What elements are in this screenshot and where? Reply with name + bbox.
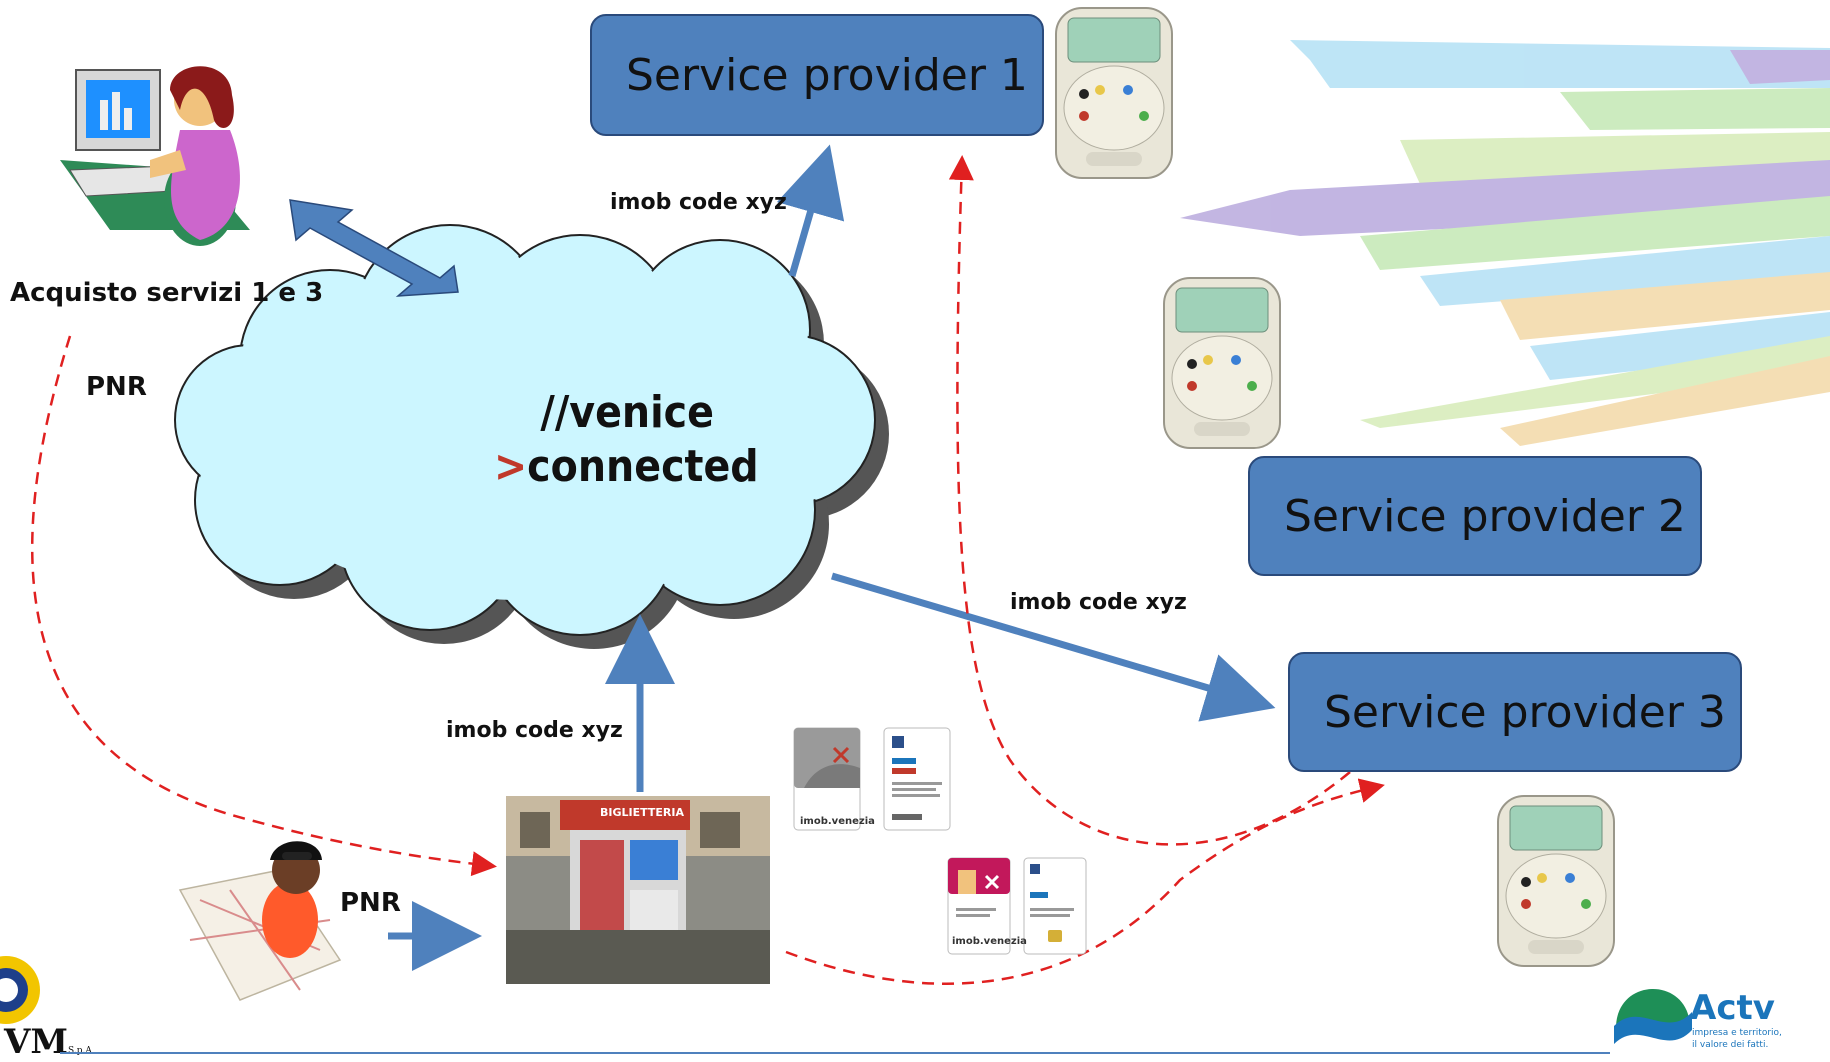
imob-card-2 [883,727,951,831]
vm-logo-letters: VM [4,1022,69,1062]
cloud-line-2-text: connected [527,441,759,492]
venice-connected-cloud [174,224,889,649]
buyer-label: Acquisto servizi 1 e 3 [10,278,324,308]
actv-tagline-1: impresa e territorio, [1692,1028,1782,1038]
ticket-kiosk-photo [506,796,770,984]
actv-tagline-2: il valore dei fatti. [1692,1040,1769,1050]
service-provider-2-box: Service provider 2 [1248,456,1702,576]
cloud-brand-text: //venice >connected [494,386,759,494]
traveler-with-map-icon [178,841,342,1001]
imob-card-3 [947,857,1011,955]
imob-cards [793,727,1087,955]
vm-logo-text: VMS.p.A [4,1022,92,1062]
cloud-line-2: >connected [494,440,759,494]
vm-logo [0,956,40,1024]
service-provider-3-box: Service provider 3 [1288,652,1742,772]
dashed-kiosk-to-provider-3 [785,778,1385,986]
actv-logo-text: Actv [1690,988,1775,1028]
validator-1 [1055,7,1173,179]
actv-logo [1614,989,1692,1044]
service-provider-1-box: Service provider 1 [590,14,1044,136]
card-brand-1: imob.venezia [800,816,875,827]
service-provider-3-label: Service provider 3 [1324,686,1726,738]
vm-logo-suffix: S.p.A [68,1046,92,1056]
card-brand-2: imob.venezia [952,936,1027,947]
code-top-label: imob code xyz [610,190,787,215]
imob-card-1 [793,727,861,831]
double-arrow-buyer-cloud [289,199,459,297]
cloud-line-1: //venice [540,387,714,438]
dashed-provider-3-to-provider-1 [948,155,1351,846]
validator-2 [1163,277,1281,449]
service-provider-2-label: Service provider 2 [1284,490,1686,542]
footer-divider [60,1052,1610,1054]
dashed-pnr-to-kiosk [30,335,497,877]
validator-3 [1497,795,1615,967]
pnr-traveler-label: PNR [340,888,401,918]
pnr-left-label: PNR [86,372,147,402]
code-bottom-label: imob code xyz [446,718,623,743]
cloud-line-2-prefix: > [494,441,528,492]
arrow-to-provider-3 [831,572,1276,722]
imob-card-4 [1023,857,1087,955]
buyer-at-computer-icon [60,66,250,246]
decorative-ribbons [1180,40,1830,446]
code-right-label: imob code xyz [1010,590,1187,615]
service-provider-1-label: Service provider 1 [626,49,1028,101]
kiosk-sign-text: BIGLIETTERIA [600,806,684,819]
arrow-to-provider-1 [776,144,845,277]
